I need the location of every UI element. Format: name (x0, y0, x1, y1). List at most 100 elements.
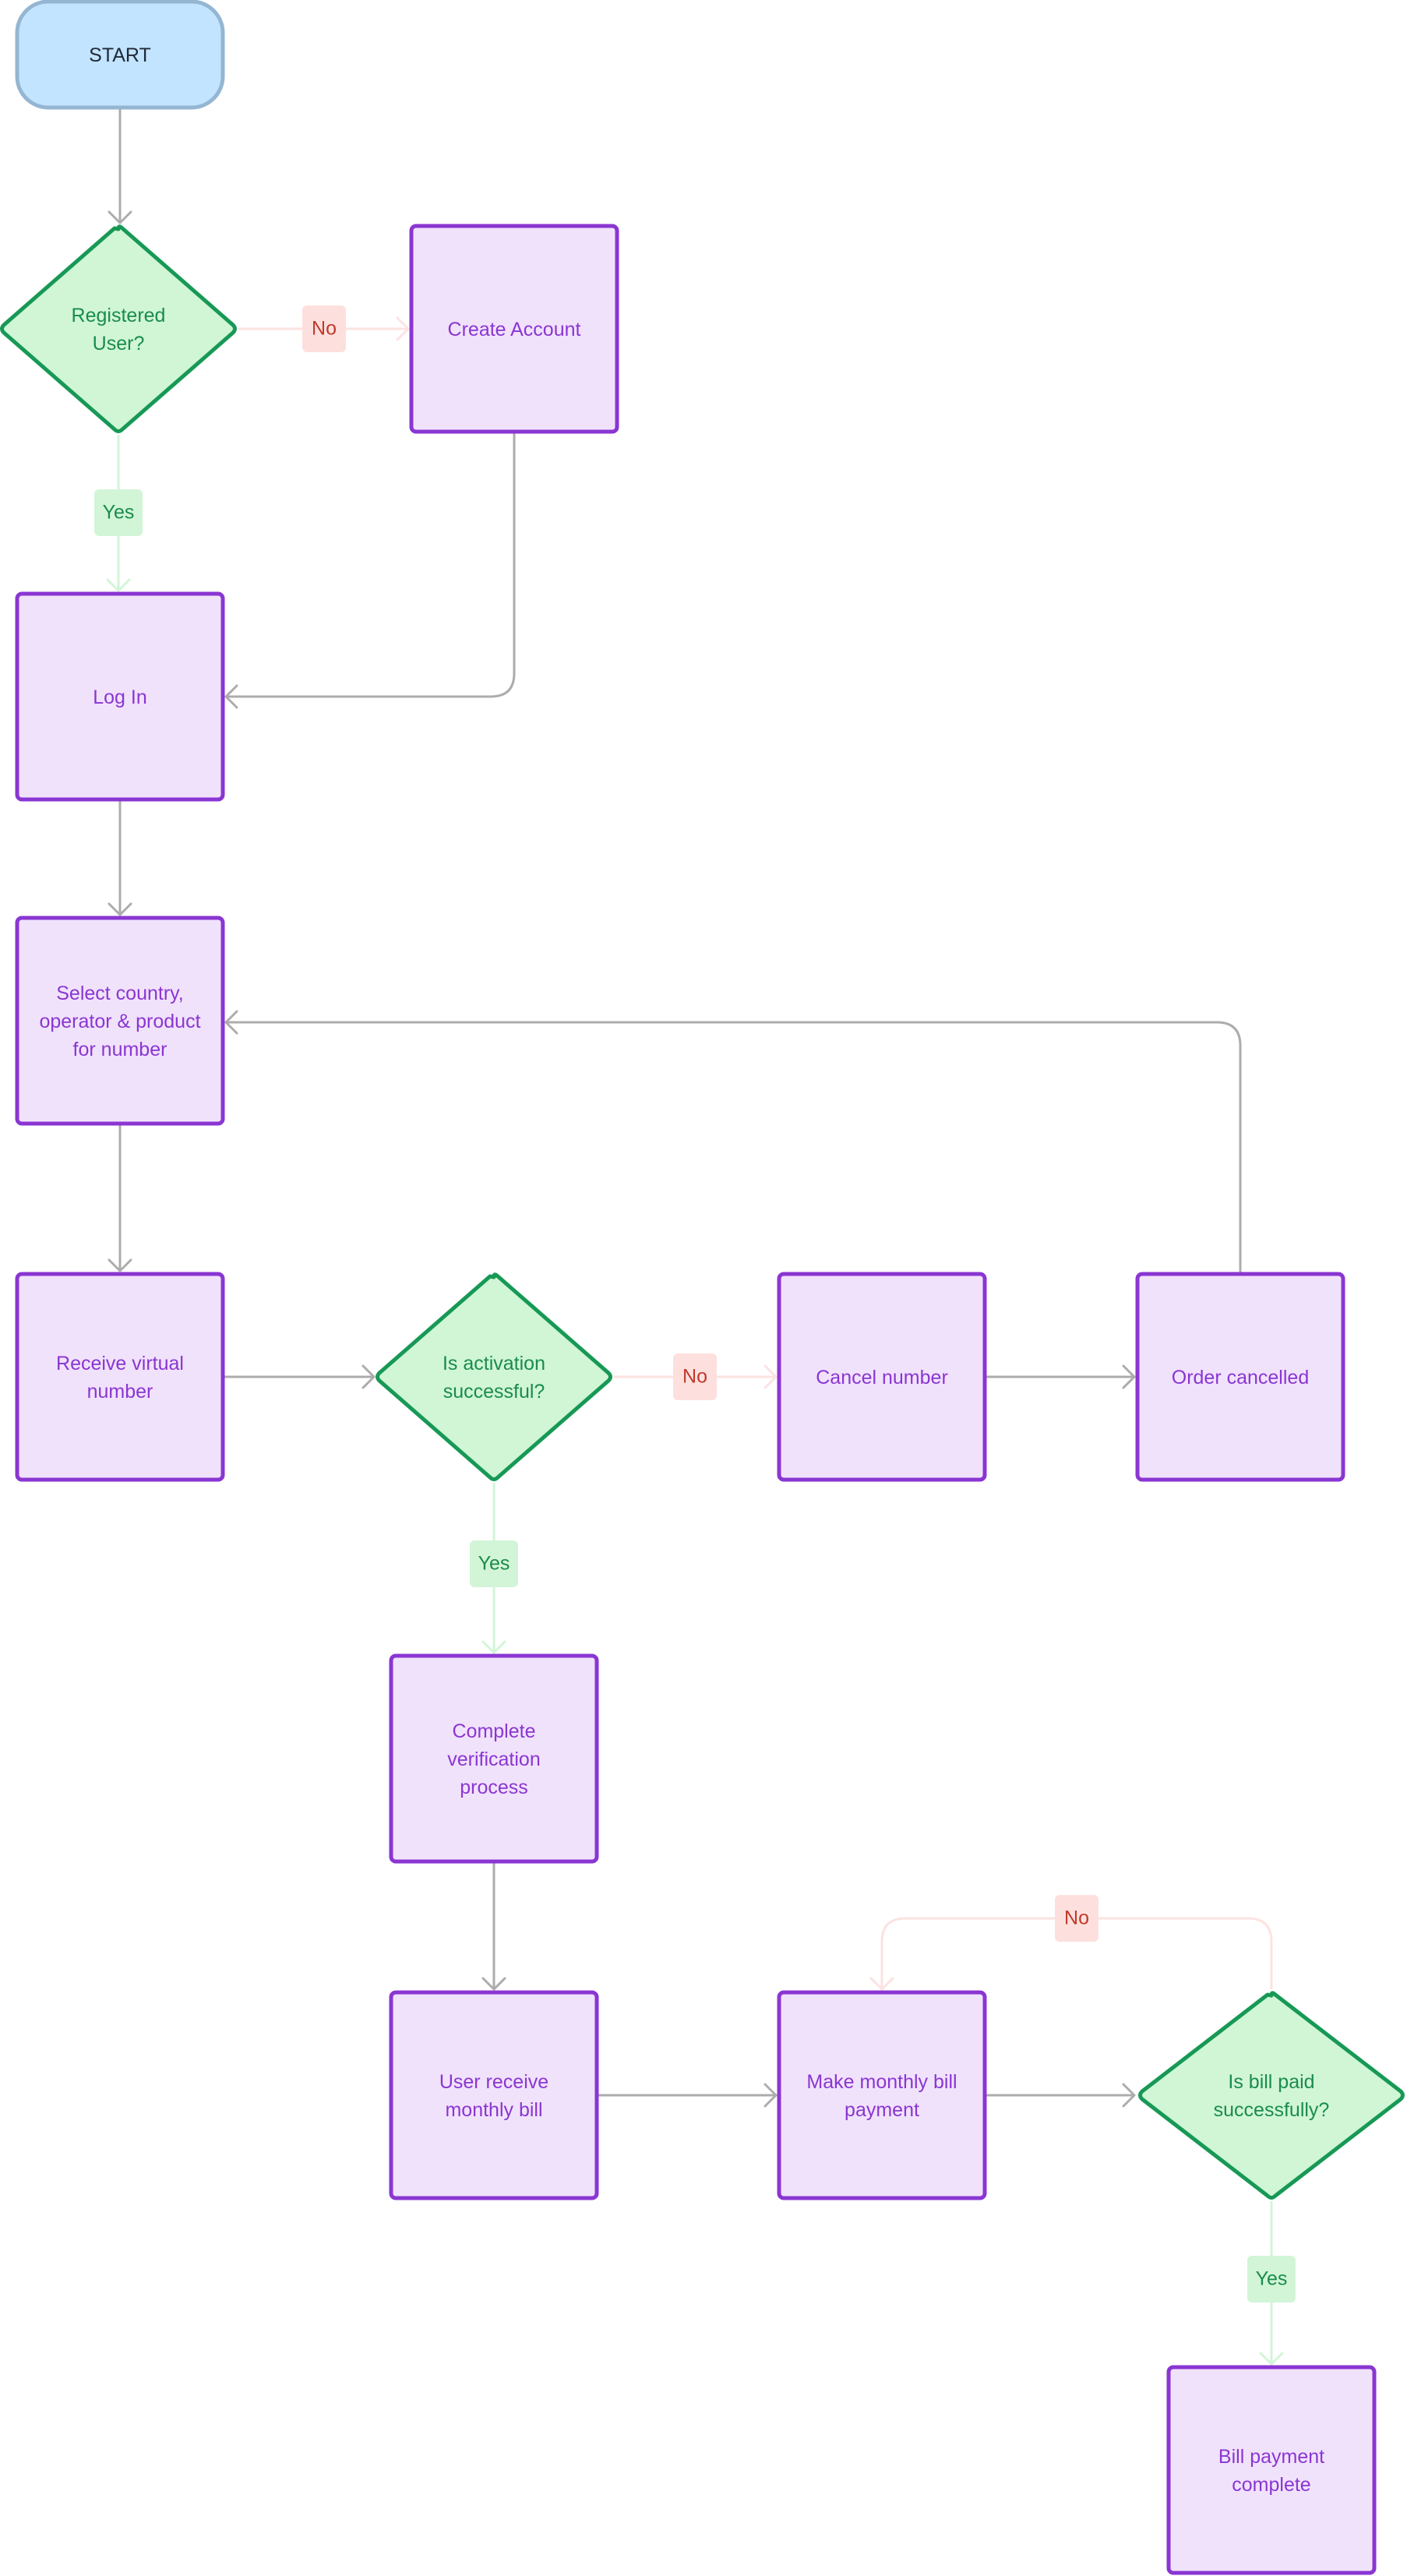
edge-order-select (224, 1010, 1242, 1272)
node-select-country[interactable]: Select country, operator & product for num… (15, 916, 225, 1126)
arrowhead-icon (108, 902, 132, 916)
process-shape (15, 916, 225, 1126)
arrowhead-icon (224, 684, 238, 709)
node-label: successfully? (1214, 2099, 1330, 2121)
node-bill-paid[interactable]: Is bill paid successfully? (1138, 1991, 1405, 2200)
edge-select-receive (108, 1125, 132, 1272)
arrowhead-icon (1122, 1364, 1136, 1389)
node-activation[interactable]: Is activation successful? (376, 1272, 612, 1481)
process-shape (389, 1990, 599, 2200)
edge-cancel-order (986, 1364, 1136, 1389)
node-label: verification (447, 1749, 541, 1770)
edge-start-registered (108, 109, 132, 224)
arrowhead-icon (108, 210, 132, 224)
arrowhead-icon (869, 1977, 894, 1991)
node-label: Registered (72, 305, 166, 326)
node-start[interactable]: START (15, 0, 225, 110)
label-text: Yes (103, 502, 135, 524)
node-label: Cancel number (816, 1367, 948, 1389)
no-label: No (302, 305, 346, 352)
node-label: process (460, 1777, 528, 1798)
process-shape (409, 224, 619, 434)
process-shape (777, 1272, 987, 1482)
arrowhead-icon (106, 578, 131, 592)
label-text: Yes (478, 1553, 510, 1575)
process-shape (1166, 2365, 1377, 2575)
node-monthly-bill[interactable]: User receive monthly bill (389, 1990, 599, 2200)
label-badge (673, 1353, 717, 1400)
edge-create-login (224, 433, 516, 709)
label-badge (470, 1540, 518, 1587)
label-badge (302, 305, 346, 352)
label-badge (1055, 1895, 1098, 1942)
node-label: Log In (93, 686, 147, 708)
node-label: Is bill paid (1228, 2071, 1314, 2093)
label-text: Yes (1256, 2268, 1288, 2290)
label-text: No (1064, 1907, 1089, 1929)
edge-line (226, 433, 516, 698)
node-label: Make monthly bill (806, 2071, 957, 2093)
arrowhead-icon (481, 1977, 506, 1991)
decision-shape (0, 224, 237, 433)
arrowhead-icon (361, 1364, 376, 1389)
edge-bill-payment (598, 2083, 778, 2108)
arrowhead-icon (108, 1258, 132, 1272)
label-text: No (312, 318, 337, 340)
label-text: No (682, 1366, 707, 1388)
node-make-payment[interactable]: Make monthly bill payment (777, 1990, 987, 2200)
node-verification[interactable]: Complete verification process (389, 1653, 599, 1864)
no-label: No (1055, 1895, 1098, 1942)
node-label: Complete (453, 1720, 536, 1742)
node-label: operator & product (39, 1011, 200, 1032)
yes-label: Yes (470, 1540, 518, 1587)
node-label: monthly bill (445, 2099, 542, 2121)
node-label: User? (93, 333, 145, 355)
node-label: payment (845, 2099, 919, 2121)
label-badge (94, 489, 143, 536)
decision-shape (1138, 1991, 1405, 2200)
process-shape (389, 1653, 599, 1864)
label-badge (1247, 2256, 1296, 2303)
no-label: No (673, 1353, 717, 1400)
node-label: Create Account (448, 319, 581, 341)
node-label: User receive (439, 2071, 548, 2093)
node-label: Order cancelled (1172, 1367, 1309, 1389)
node-cancel-number[interactable]: Cancel number (777, 1272, 987, 1482)
arrowhead-icon (224, 1010, 238, 1035)
edge-line (226, 1021, 1242, 1272)
process-shape (777, 1990, 987, 2200)
node-label: Select country, (56, 983, 184, 1004)
yes-label: Yes (1247, 2256, 1296, 2303)
edges-layer (106, 109, 1284, 2366)
arrowhead-icon (1122, 2083, 1136, 2108)
yes-label: Yes (94, 489, 143, 536)
start-shape (15, 0, 225, 110)
arrowhead-icon (763, 1364, 778, 1389)
decision-shape (376, 1272, 612, 1481)
node-label: Is activation (443, 1353, 545, 1374)
node-log-in[interactable]: Log In (15, 591, 225, 802)
node-label: for number (73, 1039, 168, 1060)
process-shape (15, 1272, 225, 1482)
process-shape (15, 591, 225, 802)
node-label: START (89, 44, 151, 66)
edge-receive-activation (224, 1364, 376, 1389)
arrowhead-icon (763, 2083, 778, 2108)
edge-verification-bill (481, 1863, 506, 1991)
node-receive-number[interactable]: Receive virtual number (15, 1272, 225, 1482)
edge-login-select (108, 801, 132, 916)
node-create-account[interactable]: Create Account (409, 224, 619, 434)
arrowhead-icon (481, 1640, 506, 1654)
node-label: number (87, 1381, 153, 1403)
edge-payment-paid (986, 2083, 1136, 2108)
node-label: complete (1232, 2474, 1310, 2496)
node-label: successful? (443, 1381, 545, 1403)
node-order-cancelled[interactable]: Order cancelled (1135, 1272, 1345, 1482)
process-shape (1135, 1272, 1345, 1482)
node-label: Receive virtual (56, 1353, 184, 1374)
